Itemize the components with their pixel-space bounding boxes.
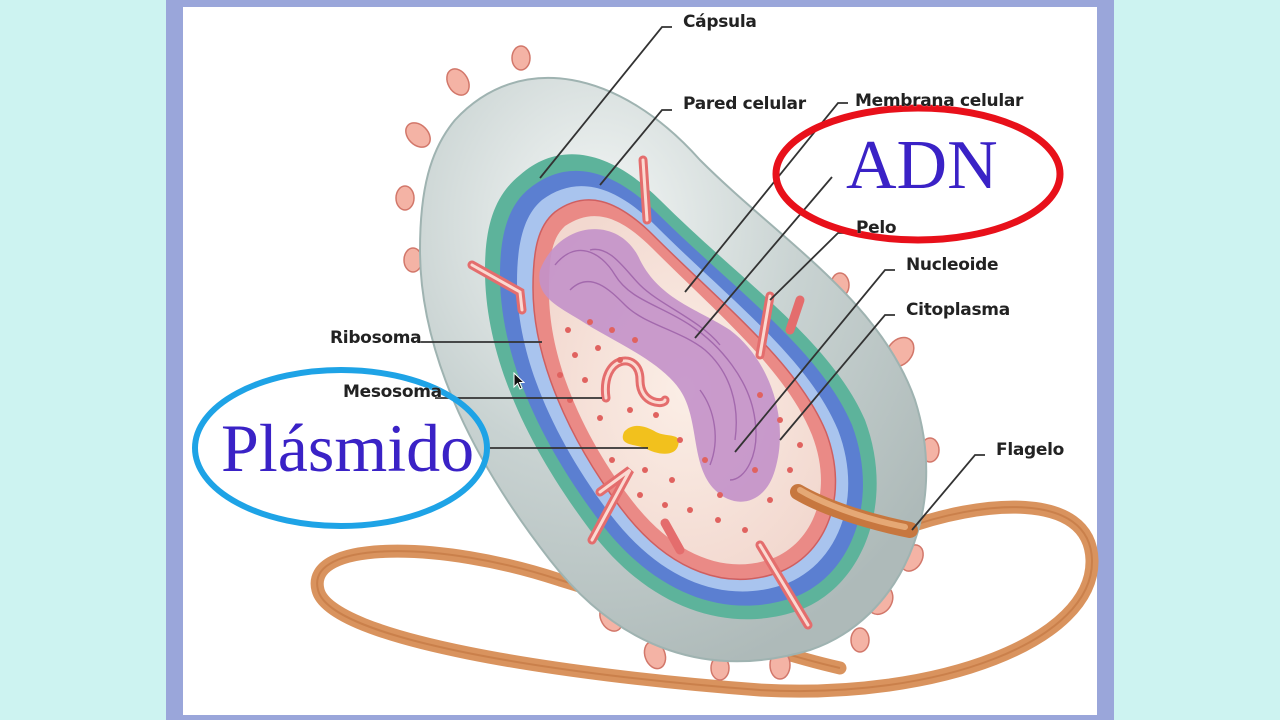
adn-highlight-text: ADN xyxy=(846,127,998,204)
leader-lines xyxy=(420,26,985,531)
adn-highlight-ring xyxy=(772,104,1064,244)
ribosomes xyxy=(557,319,803,533)
label-flagelo: Flagelo xyxy=(996,440,1065,460)
label-ribosoma: Ribosoma xyxy=(330,328,422,348)
mouse-cursor-icon xyxy=(513,372,525,390)
label-pared-celular: Pared celular xyxy=(683,94,806,114)
plasmido-highlight-text: Plásmido xyxy=(221,410,475,486)
label-citoplasma: Citoplasma xyxy=(906,300,1010,320)
nucleoid xyxy=(539,229,780,502)
plasmido-highlight-ring xyxy=(192,367,490,529)
plasmid xyxy=(622,425,679,454)
label-pelo: Pelo xyxy=(856,218,897,238)
label-membrana-celular: Membrana celular xyxy=(855,91,1024,111)
label-mesosoma: Mesosoma xyxy=(343,382,442,402)
label-capsula: Cápsula xyxy=(683,12,757,32)
label-nucleoide: Nucleoide xyxy=(906,255,999,275)
